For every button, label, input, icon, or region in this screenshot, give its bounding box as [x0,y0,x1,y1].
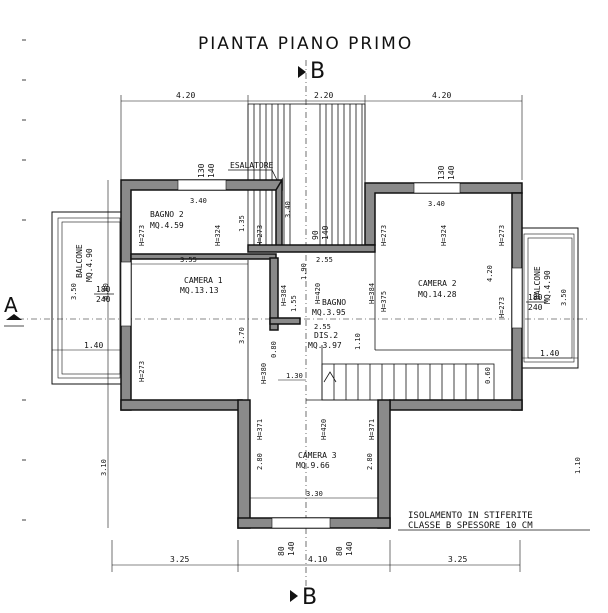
window-cam3-80-a: 80 [277,546,286,556]
window-right-240: 240 [528,303,543,312]
window-camera2-140: 140 [447,165,456,180]
dim-right-350: 3.50 [560,289,568,306]
dim-355: 3.55 [180,256,197,264]
window-camera1 [120,261,132,327]
section-arrow-b-bottom [290,590,298,602]
dim-340-left: 3.40 [190,197,207,205]
window-cam3-140-b: 140 [345,541,354,556]
edge-label: 1.10 [574,457,582,474]
dim-255-bottom: 2.55 [314,323,331,331]
window-cam3-80-b: 80 [335,546,344,556]
height-dis2: H=380 [260,363,268,384]
window-bagno2-130: 130 [197,163,206,178]
dim-left-600: 6.00 [102,283,110,300]
dim-340-center: 3.40 [284,201,292,218]
dim-top-mid: 2.20 [314,91,333,100]
window-left-180: 180 [96,285,111,294]
balcone-right-area: MQ.4.90 [543,270,552,304]
height-camera3-a: H=371 [256,419,264,440]
height-camera2-d: H=273 [498,297,506,318]
dim-right-140: 1.40 [540,349,559,358]
height-camera2-e: H=375 [380,291,388,312]
dim-060: 0.60 [484,367,492,384]
room-camera3-area: MQ.9.66 [296,461,330,470]
margin-ticks [22,39,26,521]
dim-190: 1.90 [300,263,308,280]
height-camera2-c: H=273 [498,225,506,246]
esalatore-label: ESALATORE [230,161,274,170]
window-camera2 [413,182,461,194]
window-camera3 [271,517,331,529]
balcone-left-name: BALCONE [75,244,84,278]
pergola [247,103,366,251]
dim-left-350: 3.50 [70,283,78,300]
height-bagno-a: H=384 [280,285,288,306]
dim-340-right: 3.40 [428,200,445,208]
dim-310: 3.10 [100,459,108,476]
height-camera3-c: H=371 [368,419,376,440]
room-bagno2-name: BAGNO 2 [150,210,184,219]
dim-280-left: 2.80 [256,453,264,470]
window-stair-140: 140 [321,225,330,240]
height-camera2-a: H=273 [380,225,388,246]
height-bagno2-c: H=273 [256,225,264,246]
dim-110: 1.10 [354,333,362,350]
balcone-left [51,211,123,385]
section-arrow-a [6,314,22,320]
window-stair-90: 90 [311,230,320,240]
dim-bottom-left: 3.25 [170,555,189,564]
room-bagno2-area: MQ.4.59 [150,221,184,230]
section-mark-b-bottom: B [302,585,317,610]
height-bagno-c: H=384 [368,283,376,304]
note-line1: ISOLAMENTO IN STIFERITE [408,511,533,521]
balcone-right-name: BALCONE [533,266,542,300]
section-arrow-b-top [298,66,306,78]
room-camera1-name: CAMERA 1 [184,276,223,285]
height-bagno2-b: H=324 [214,225,222,246]
dim-080: 0.80 [270,341,278,358]
dim-top-right: 4.20 [432,91,451,100]
dim-bottom-mid: 4.10 [308,555,327,564]
window-left-240: 240 [96,295,111,304]
section-mark-a: A [4,293,18,317]
room-dis2-area: MQ.3.97 [308,341,342,350]
window-bagno2 [177,179,227,191]
balcone-left-area: MQ.4.90 [85,248,94,282]
window-camera2-side [511,267,523,329]
dim-bottom-right: 3.25 [448,555,467,564]
dim-left-140: 1.40 [84,341,103,350]
window-cam3-140-a: 140 [287,541,296,556]
dim-420-right: 4.20 [486,265,494,282]
height-camera1: H=273 [138,361,146,382]
dim-155: 1.55 [290,295,298,312]
dim-370: 3.70 [238,327,246,344]
window-bagno2-140: 140 [207,163,216,178]
dim-top-left: 4.20 [176,91,195,100]
height-bagno-b: H=420 [314,283,322,304]
room-bagno-name: BAGNO [322,298,346,307]
note-line2: CLASSE B SPESSORE 10 CM [408,521,533,531]
room-camera2-area: MQ.14.28 [418,290,457,299]
room-bagno-area: MQ.3.95 [312,308,346,317]
section-mark-b-top: B [310,59,325,84]
height-camera3-b: H=420 [320,419,328,440]
room-dis2-name: DIS.2 [314,331,338,340]
dim-130: 1.30 [286,372,303,380]
dim-135: 1.35 [238,215,246,232]
height-camera2-b: H=324 [440,225,448,246]
window-right-180: 180 [528,293,543,302]
room-camera1-area: MQ.13.13 [180,286,219,295]
staircase [321,363,495,401]
dim-280-right: 2.80 [366,453,374,470]
room-camera2-name: CAMERA 2 [418,279,457,288]
plan-title: PIANTA PIANO PRIMO [198,34,413,54]
height-bagno2-a: H=273 [138,225,146,246]
room-camera3-name: CAMERA 3 [298,451,337,460]
dim-330: 3.30 [306,490,323,498]
window-camera2-130: 130 [437,165,446,180]
dim-255-top: 2.55 [316,256,333,264]
